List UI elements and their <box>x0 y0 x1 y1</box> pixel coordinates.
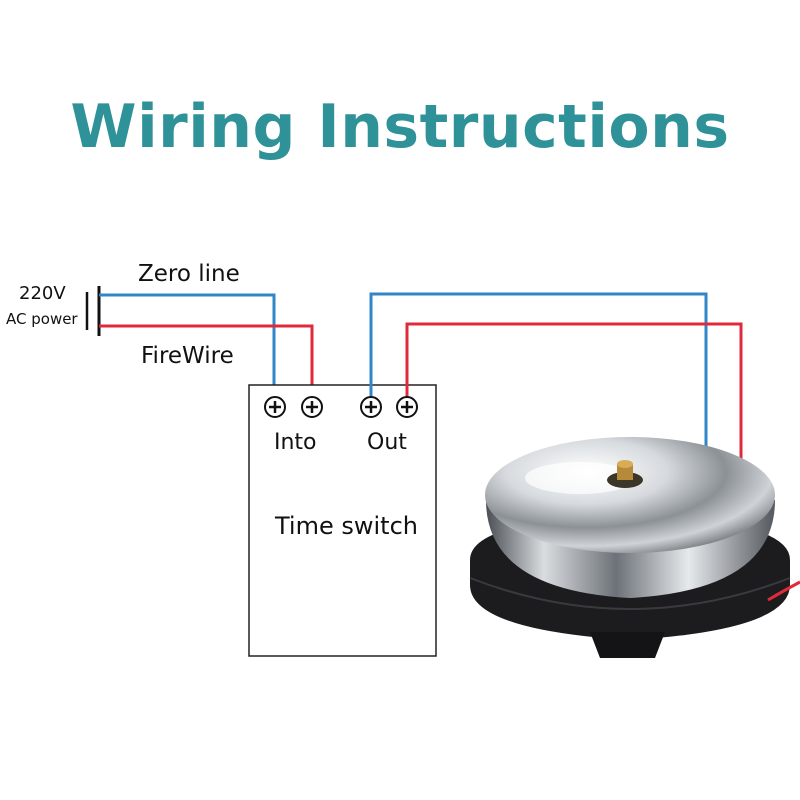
out-label: Out <box>367 430 407 455</box>
terminal-out-neutral <box>360 396 382 418</box>
time-switch-label: Time switch <box>275 512 418 540</box>
terminal-out-live <box>396 396 418 418</box>
electric-bell-image <box>469 437 800 658</box>
time-switch-box <box>248 384 437 657</box>
output-zero-wire <box>369 292 708 448</box>
firewire-label: FireWire <box>141 343 234 369</box>
ac-power-label: AC power <box>6 310 78 328</box>
firewire-wire <box>99 324 314 398</box>
output-fire-wire <box>405 322 743 468</box>
voltage-label: 220V <box>19 283 66 304</box>
terminal-into-neutral <box>264 396 286 418</box>
terminal-into-live <box>301 396 323 418</box>
into-label: Into <box>274 430 317 455</box>
diagram-title: Wiring Instructions <box>70 92 730 162</box>
zero-line-wire <box>99 293 276 398</box>
zero-line-label: Zero line <box>138 261 240 287</box>
